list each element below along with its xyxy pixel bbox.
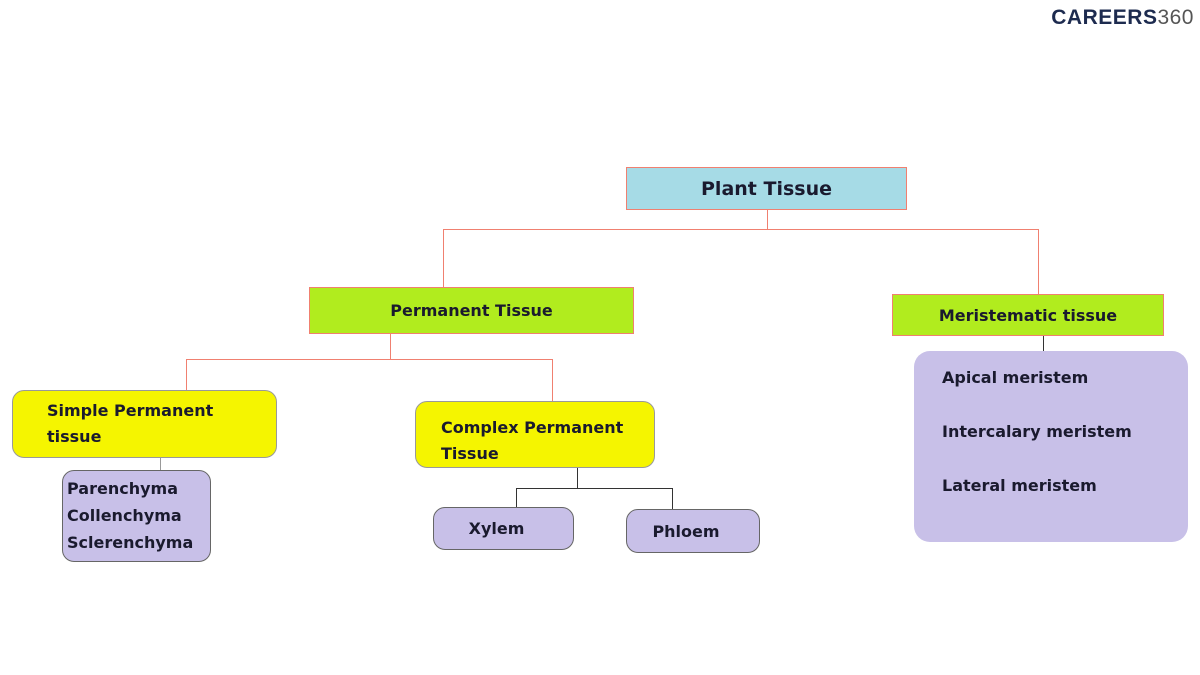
- careers360-logo: CAREERS360: [1051, 6, 1194, 30]
- intercalary-meristem-item: Intercalary meristem: [942, 422, 1132, 441]
- connector-to-xylem: [516, 488, 517, 507]
- logo-suffix: 360: [1157, 6, 1194, 29]
- complex-permanent-node: Complex Permanent Tissue: [415, 401, 655, 468]
- sclerenchyma-item: Sclerenchyma: [67, 533, 194, 552]
- connector-root-horizontal: [443, 229, 1039, 230]
- connector-meristematic-down: [1043, 335, 1044, 351]
- connector-complex-down: [577, 468, 578, 488]
- simple-permanent-line1: Simple Permanent: [47, 401, 214, 420]
- connector-to-complex: [552, 359, 553, 401]
- apical-meristem-item: Apical meristem: [942, 368, 1089, 387]
- connector-to-permanent: [443, 229, 444, 287]
- plant-tissue-node: Plant Tissue: [626, 167, 907, 210]
- xylem-label: Xylem: [468, 519, 525, 538]
- xylem-node: Xylem: [433, 507, 574, 550]
- logo-text: CAREERS: [1051, 6, 1158, 29]
- simple-permanent-node: Simple Permanent tissue: [12, 390, 277, 458]
- connector-permanent-down: [390, 334, 391, 359]
- connector-root-down: [767, 209, 768, 229]
- complex-permanent-line2: Tissue: [441, 444, 499, 463]
- meristem-types-node: Apical meristem Intercalary meristem Lat…: [914, 351, 1188, 542]
- connector-to-meristematic: [1038, 229, 1039, 294]
- permanent-tissue-node: Permanent Tissue: [309, 287, 634, 334]
- connector-permanent-horizontal: [186, 359, 553, 360]
- permanent-tissue-label: Permanent Tissue: [390, 301, 553, 320]
- connector-complex-horizontal: [516, 488, 673, 489]
- complex-permanent-line1: Complex Permanent: [441, 418, 624, 437]
- connector-to-simple: [186, 359, 187, 390]
- connector-to-phloem: [672, 488, 673, 509]
- lateral-meristem-item: Lateral meristem: [942, 476, 1097, 495]
- connector-simple-to-types: [160, 458, 161, 470]
- collenchyma-item: Collenchyma: [67, 506, 182, 525]
- meristematic-tissue-label: Meristematic tissue: [938, 305, 1118, 325]
- phloem-label: Phloem: [652, 521, 720, 541]
- plant-tissue-label: Plant Tissue: [701, 177, 832, 200]
- simple-permanent-line2: tissue: [47, 427, 102, 446]
- simple-types-node: Parenchyma Collenchyma Sclerenchyma: [62, 470, 211, 562]
- phloem-node: Phloem: [626, 509, 760, 553]
- meristematic-tissue-node: Meristematic tissue: [892, 294, 1164, 336]
- parenchyma-item: Parenchyma: [67, 479, 178, 498]
